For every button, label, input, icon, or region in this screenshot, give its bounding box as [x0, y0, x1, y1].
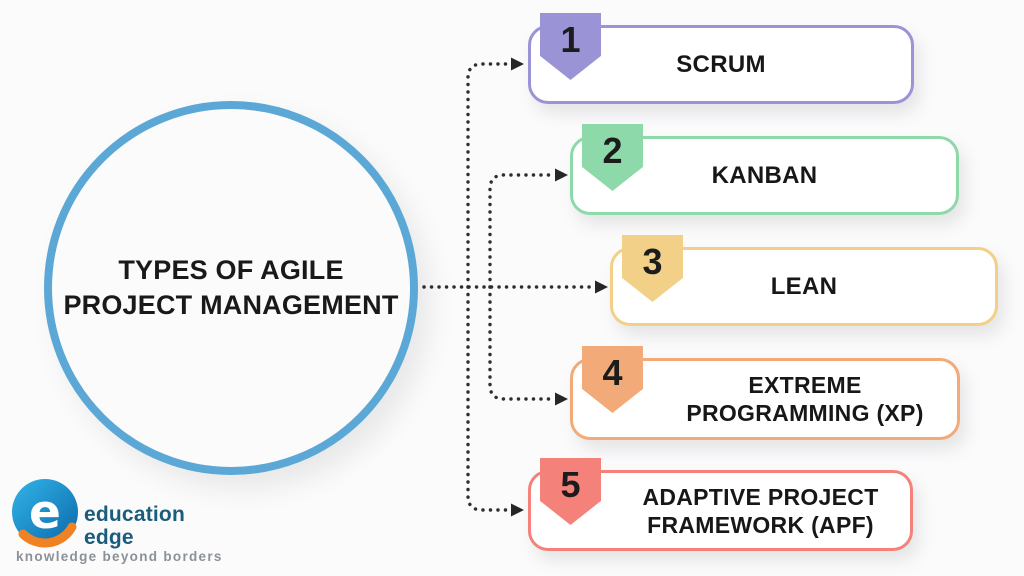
connector-apf — [466, 285, 513, 512]
card-label: EXTREME PROGRAMMING (XP) — [686, 372, 924, 426]
logo-tagline: knowledge beyond borders — [16, 549, 223, 564]
page-title: TYPES OF AGILE PROJECT MANAGEMENT — [63, 253, 398, 323]
arrow-icon-lean — [595, 280, 608, 294]
arrow-icon-scrum — [511, 57, 524, 71]
badge-number: 5 — [560, 464, 581, 505]
logo-wordmark: education edge — [84, 503, 185, 549]
card-kanban: 2 KANBAN — [570, 124, 959, 215]
number-badge: 5 — [540, 458, 601, 525]
connector-scrum — [466, 62, 513, 289]
svg-text:e: e — [29, 485, 61, 540]
arrow-icon-apf — [511, 503, 524, 517]
badge-number: 4 — [602, 352, 623, 393]
arrow-icon-xp — [555, 392, 568, 406]
card-label: KANBAN — [711, 161, 818, 189]
badge-number: 3 — [642, 241, 663, 282]
card-label: LEAN — [770, 272, 838, 300]
card-scrum: 1 SCRUM — [528, 13, 914, 104]
connector-xp — [488, 285, 557, 401]
badge-number: 1 — [560, 19, 581, 60]
card-extreme-programming: 4 EXTREME PROGRAMMING (XP) — [570, 346, 960, 440]
page-title-line1: TYPES OF AGILE — [118, 255, 344, 285]
badge-number: 2 — [602, 130, 623, 171]
card-label: ADAPTIVE PROJECT FRAMEWORK (APF) — [642, 483, 879, 538]
education-edge-logo-icon: e — [12, 479, 78, 548]
connector-kanban — [488, 173, 557, 289]
central-topic-circle: TYPES OF AGILE PROJECT MANAGEMENT — [44, 101, 418, 475]
card-label: SCRUM — [676, 50, 766, 78]
card-lean: 3 LEAN — [610, 235, 998, 326]
page-title-line2: PROJECT MANAGEMENT — [63, 290, 399, 320]
arrow-icon-kanban — [555, 168, 568, 182]
card-adaptive-project-framework: 5 ADAPTIVE PROJECT FRAMEWORK (APF) — [528, 458, 913, 551]
